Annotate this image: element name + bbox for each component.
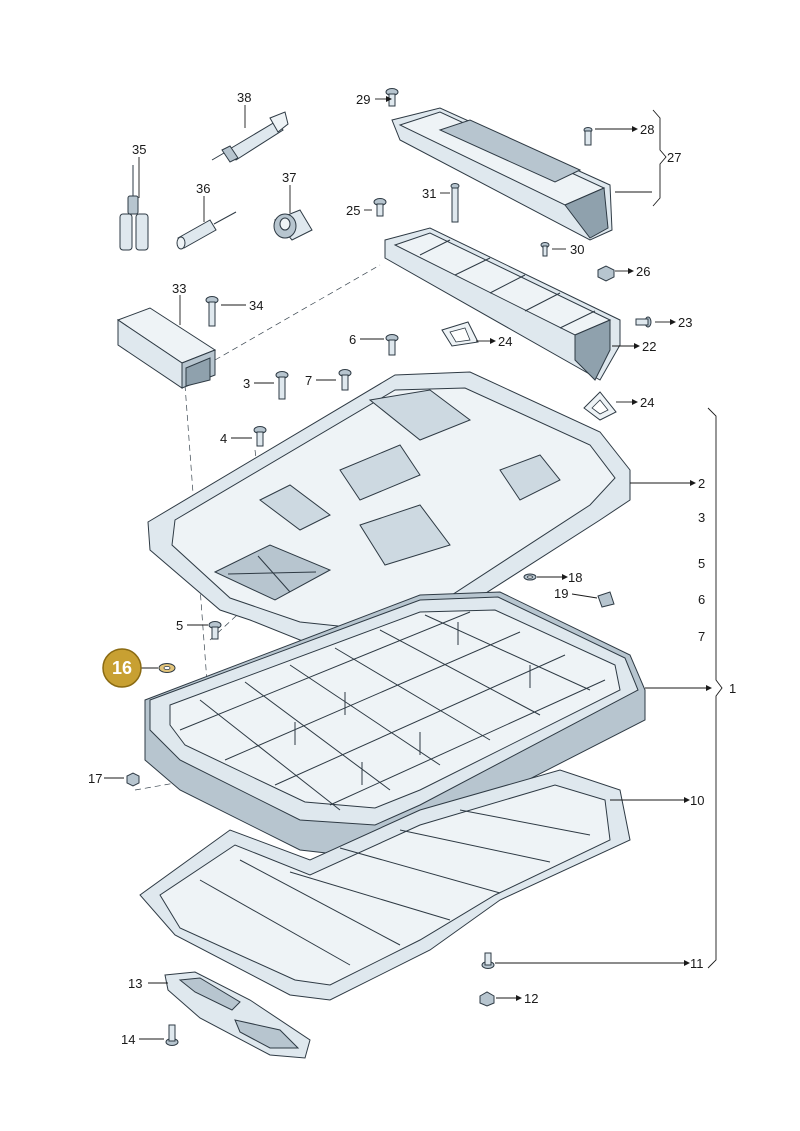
label-17[interactable]: 17 (88, 771, 102, 786)
label-5a[interactable]: 5 (176, 618, 183, 633)
label-26[interactable]: 26 (636, 264, 650, 279)
highlight-badge (102, 648, 142, 688)
label-6b[interactable]: 6 (698, 592, 705, 607)
label-18[interactable]: 18 (568, 570, 582, 585)
label-34[interactable]: 34 (249, 298, 263, 313)
underbody-plate-part[interactable] (139, 769, 631, 1001)
screw-5[interactable] (208, 621, 222, 640)
top-cover-part[interactable] (391, 107, 613, 241)
label-3a[interactable]: 3 (243, 376, 250, 391)
screw-7[interactable] (338, 369, 352, 391)
battery-tray-part[interactable] (144, 591, 646, 859)
label-5b[interactable]: 5 (698, 556, 705, 571)
screw-34[interactable] (205, 296, 219, 327)
screw-3[interactable] (275, 371, 289, 400)
screw-4[interactable] (253, 426, 267, 447)
screw-28[interactable] (583, 127, 593, 146)
label-31[interactable]: 31 (422, 186, 436, 201)
assembly-bracket-27 (652, 109, 667, 207)
pen-tool-part[interactable] (176, 211, 237, 250)
screw-30[interactable] (540, 242, 550, 257)
label-25[interactable]: 25 (346, 203, 360, 218)
label-24a[interactable]: 24 (498, 334, 512, 349)
label-6a[interactable]: 6 (349, 332, 356, 347)
label-27[interactable]: 27 (667, 150, 681, 165)
seal-18[interactable] (523, 573, 537, 581)
label-35[interactable]: 35 (132, 142, 146, 157)
screw-14[interactable] (165, 1024, 179, 1046)
label-3b[interactable]: 3 (698, 510, 705, 525)
washer-16[interactable] (158, 663, 176, 673)
screw-11[interactable] (481, 952, 495, 969)
clip-19[interactable] (597, 591, 615, 608)
fasteners (126, 88, 652, 1046)
part-labels: 38 35 36 37 33 34 29 28 27 31 25 30 26 2… (88, 90, 736, 1047)
label-2[interactable]: 2 (698, 476, 705, 491)
nut-26[interactable] (597, 265, 615, 282)
highlight-callout-16[interactable]: 16 (102, 648, 142, 688)
bolt-31[interactable] (450, 183, 460, 223)
highlight-label-16: 16 (112, 658, 132, 678)
module-frame-part[interactable] (384, 227, 621, 381)
label-13[interactable]: 13 (128, 976, 142, 991)
cable-bracket-part[interactable] (164, 971, 311, 1059)
label-24b[interactable]: 24 (640, 395, 654, 410)
upper-cover-plate-part[interactable] (147, 371, 631, 661)
control-module-part[interactable] (116, 307, 217, 389)
label-38[interactable]: 38 (237, 90, 251, 105)
label-23[interactable]: 23 (678, 315, 692, 330)
screw-23[interactable] (635, 316, 652, 328)
label-7a[interactable]: 7 (305, 373, 312, 388)
bolt-25[interactable] (373, 198, 387, 217)
seal-24b[interactable] (583, 391, 617, 421)
label-11[interactable]: 11 (690, 956, 704, 971)
label-36[interactable]: 36 (196, 181, 210, 196)
label-19[interactable]: 19 (554, 586, 568, 601)
label-1[interactable]: 1 (729, 681, 736, 696)
label-4[interactable]: 4 (220, 431, 227, 446)
label-10[interactable]: 10 (690, 793, 704, 808)
sealant-tube-part[interactable] (211, 111, 289, 163)
label-28[interactable]: 28 (640, 122, 654, 137)
label-37[interactable]: 37 (282, 170, 296, 185)
nut-17[interactable] (126, 772, 140, 787)
label-7b[interactable]: 7 (698, 629, 705, 644)
label-22[interactable]: 22 (642, 339, 656, 354)
leader-lines (104, 96, 712, 1040)
label-14[interactable]: 14 (121, 1032, 135, 1047)
label-29[interactable]: 29 (356, 92, 370, 107)
bolt-29[interactable] (385, 88, 399, 107)
seal-24a[interactable] (441, 321, 479, 347)
label-33[interactable]: 33 (172, 281, 186, 296)
tape-roll-part[interactable] (273, 209, 313, 241)
nut-12[interactable] (479, 991, 495, 1007)
assembly-bracket-1 (707, 407, 723, 969)
screw-6[interactable] (385, 334, 399, 356)
label-12[interactable]: 12 (524, 991, 538, 1006)
probe-tool-part[interactable] (119, 165, 149, 251)
label-30[interactable]: 30 (570, 242, 584, 257)
